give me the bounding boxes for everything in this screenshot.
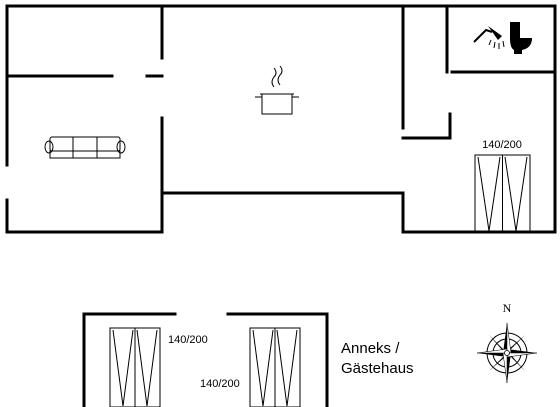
annex-bed-2-icon	[249, 327, 301, 407]
annex-bed-2-label: 140/200	[200, 378, 240, 390]
cooking-pot-icon	[255, 65, 299, 115]
bed-size-label: 140/200	[482, 139, 522, 151]
double-bed-icon	[474, 154, 531, 233]
annex-bed-1-icon	[109, 327, 161, 407]
main-house-walls	[5, 4, 557, 234]
compass-north-label: N	[503, 301, 512, 315]
shower-icon	[473, 26, 505, 49]
sofa-icon	[44, 136, 126, 159]
annex-title-line2: Gästehaus	[341, 360, 414, 377]
toilet-icon	[510, 22, 532, 54]
annex-walls	[82, 312, 329, 407]
annex-bed-1-label: 140/200	[168, 334, 208, 346]
compass-icon	[476, 322, 538, 384]
annex-title-line1: Anneks /	[341, 340, 400, 357]
